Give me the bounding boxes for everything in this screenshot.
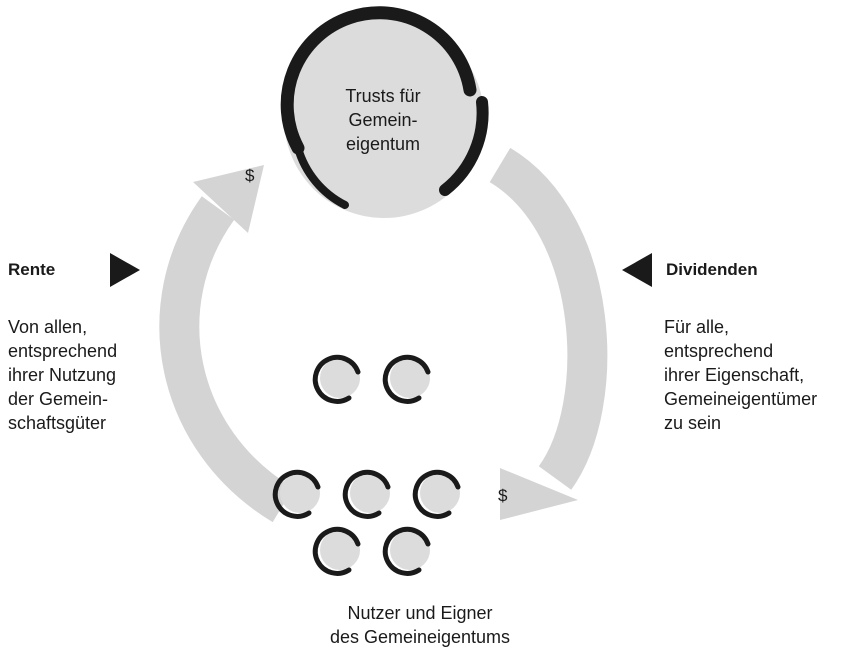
user-circle (382, 354, 431, 404)
user-circle (312, 526, 361, 576)
dividend-description-line: zu sein (664, 413, 722, 433)
dividend-title: Dividenden (666, 260, 758, 279)
dividend-dollar-symbol: $ (498, 486, 508, 505)
dividend-description-line: Gemeineigentümer (664, 389, 818, 409)
trust-label-line: eigentum (345, 134, 421, 154)
dividend-description-line: entsprechend (664, 341, 774, 361)
rente-flow-arrow (159, 165, 294, 523)
trust-circle (280, 6, 489, 218)
user-circle (382, 526, 431, 576)
rente-title: Rente (8, 260, 56, 279)
user-circle (312, 354, 361, 404)
rente-description-line: ihrer Nutzung (8, 365, 117, 385)
user-circle (272, 469, 321, 519)
dividend-description-line: Für alle, (664, 317, 730, 337)
trust-label-line: Trusts für (345, 86, 421, 106)
users-label-line: des Gemeineigentums (329, 627, 511, 647)
rente-description-line: der Gemein- (8, 389, 109, 409)
users-label-line: Nutzer und Eigner (347, 603, 493, 623)
dividend-description-line: ihrer Eigenschaft, (664, 365, 805, 385)
user-circle (412, 469, 461, 519)
dividend-flow-arrow (488, 147, 608, 520)
dividend-pointer-icon (622, 253, 652, 287)
trust-label-line: Gemein- (348, 110, 418, 130)
rente-description: Von allen, entsprechend ihrer Nutzung de… (8, 315, 117, 435)
rente-description-line: schaftsgüter (8, 413, 107, 433)
users-label: Nutzer und Eigner des Gemeineigentums (290, 601, 550, 649)
rente-pointer-icon (110, 253, 140, 287)
rente-description-line: entsprechend (8, 341, 118, 361)
dividend-description: Für alle, entsprechend ihrer Eigenschaft… (664, 315, 817, 435)
trust-label: Trusts für Gemein- eigentum (318, 84, 448, 156)
users-circle-group (272, 354, 461, 576)
rente-dollar-symbol: $ (245, 166, 255, 185)
user-circle (342, 469, 391, 519)
rente-description-line: Von allen, (8, 317, 88, 337)
